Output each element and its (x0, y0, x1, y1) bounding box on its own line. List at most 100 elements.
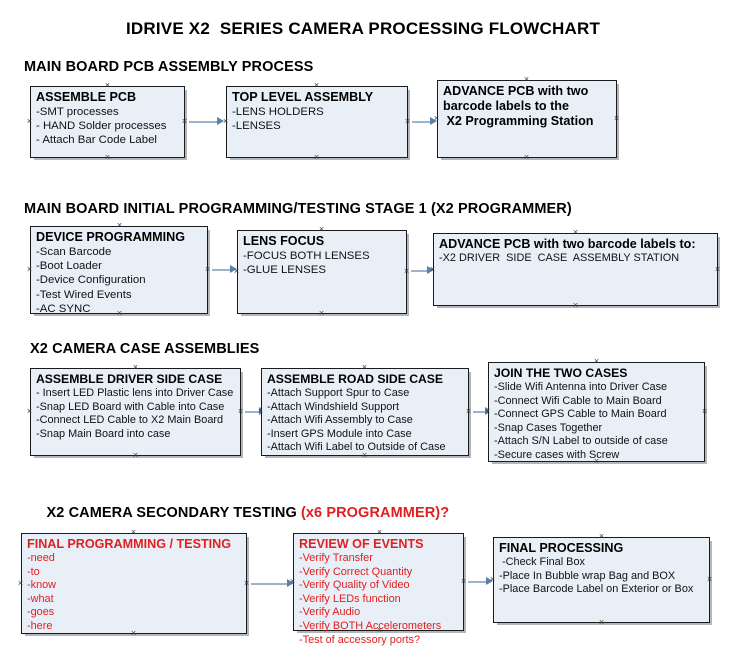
flow-box-final-programming-testing[interactable]: FINAL PROGRAMMING / TESTING -need -to -k… (21, 533, 247, 634)
flow-box-top-level-assembly[interactable]: TOP LEVEL ASSEMBLY -LENS HOLDERS -LENSES (226, 86, 408, 158)
resize-handle-bottom[interactable] (132, 452, 139, 459)
resize-handle-top[interactable] (130, 529, 137, 536)
flow-box-lens-focus[interactable]: LENS FOCUS -FOCUS BOTH LENSES -GLUE LENS… (237, 230, 407, 314)
resize-handle-left[interactable] (429, 266, 436, 273)
section-heading-main-board-initial-programming: MAIN BOARD INITIAL PROGRAMMING/TESTING S… (24, 201, 572, 217)
flow-box-title: LENS FOCUS (243, 234, 325, 248)
resize-handle-top[interactable] (132, 364, 139, 371)
resize-handle-bottom[interactable] (598, 619, 605, 626)
resize-handle-bottom[interactable] (361, 452, 368, 459)
resize-handle-bottom[interactable] (116, 310, 123, 317)
resize-handle-right[interactable] (613, 115, 620, 122)
flow-box-line: -to (27, 565, 40, 578)
resize-handle-bottom[interactable] (593, 458, 600, 465)
flow-box-line: -Place In Bubble wrap Bag and BOX (499, 569, 676, 582)
resize-handle-right[interactable] (701, 408, 708, 415)
resize-handle-right[interactable] (403, 268, 410, 275)
resize-handle-left[interactable] (233, 268, 240, 275)
flow-box-line: -SMT processes (36, 106, 119, 118)
flow-box-line: -here (27, 619, 53, 632)
resize-handle-right[interactable] (465, 408, 472, 415)
resize-handle-right[interactable] (181, 118, 188, 125)
resize-handle-right[interactable] (460, 578, 467, 585)
resize-handle-bottom[interactable] (130, 630, 137, 637)
resize-handle-bottom[interactable] (318, 310, 325, 317)
resize-handle-right[interactable] (237, 408, 244, 415)
resize-handle-left[interactable] (484, 408, 491, 415)
flow-box-line: -Insert GPS Module into Case (267, 427, 412, 440)
flow-box-line: -need (27, 552, 55, 564)
resize-handle-left[interactable] (433, 115, 440, 122)
connector-line (189, 121, 219, 123)
resize-handle-left[interactable] (222, 118, 229, 125)
resize-handle-top[interactable] (318, 226, 325, 233)
flow-box-line: -Verify BOTH Accelerometers (299, 619, 442, 632)
flow-box-line: -Attach Windshield Support (267, 400, 399, 413)
flow-box-line: -Connect LED Cable to X2 Main Board (36, 414, 224, 427)
flow-box-title: JOIN THE TWO CASES (494, 366, 628, 380)
flow-box-title: REVIEW OF EVENTS (299, 537, 424, 551)
page-title: IDRIVE X2 SERIES CAMERA PROCESSING FLOWC… (126, 19, 601, 38)
connector-line (412, 121, 432, 123)
flow-box-line: -X2 DRIVER SIDE CASE ASSEMBLY STATION (439, 252, 680, 264)
resize-handle-left[interactable] (26, 266, 33, 273)
flow-box-title: DEVICE PROGRAMMING (36, 230, 186, 244)
resize-handle-left[interactable] (289, 578, 296, 585)
flow-box-line: -Connect GPS Cable to Main Board (494, 408, 667, 421)
flow-box-title: ADVANCE PCB with two barcode labels to t… (443, 84, 594, 128)
flow-box-line: -Attach Wifi Assembly to Case (267, 414, 413, 427)
resize-handle-top[interactable] (523, 76, 530, 83)
resize-handle-top[interactable] (598, 533, 605, 540)
flow-box-advance-pcb-to-x2-programming-station[interactable]: ADVANCE PCB with two barcode labels to t… (437, 80, 617, 158)
resize-handle-bottom[interactable] (376, 627, 383, 634)
flow-box-line: -Verify Quality of Video (299, 579, 410, 592)
section-heading-x2-camera-case-assemblies: X2 CAMERA CASE ASSEMBLIES (30, 341, 260, 357)
flow-box-line: -Snap Cases Together (494, 421, 603, 434)
resize-handle-bottom[interactable] (104, 154, 111, 161)
flow-box-line: - Attach Bar Code Label (36, 134, 157, 147)
flow-box-advance-pcb-to-driver-side-case-assembly[interactable]: ADVANCE PCB with two barcode labels to: … (433, 233, 718, 306)
resize-handle-top[interactable] (572, 229, 579, 236)
flow-box-final-processing[interactable]: FINAL PROCESSING -Check Final Box -Place… (493, 537, 710, 623)
resize-handle-top[interactable] (361, 364, 368, 371)
resize-handle-top[interactable] (116, 222, 123, 229)
flow-box-line: -Device Configuration (36, 274, 146, 287)
resize-handle-left[interactable] (257, 408, 264, 415)
resize-handle-left[interactable] (26, 408, 33, 415)
flow-box-device-programming[interactable]: DEVICE PROGRAMMING -Scan Barcode -Boot L… (30, 226, 208, 315)
resize-handle-top[interactable] (376, 529, 383, 536)
flow-box-line: -know (27, 579, 57, 592)
resize-handle-right[interactable] (404, 118, 411, 125)
flow-box-title: ADVANCE PCB with two barcode labels to: (439, 237, 696, 251)
flow-box-assemble-driver-side-case[interactable]: ASSEMBLE DRIVER SIDE CASE - Insert LED P… (30, 368, 241, 456)
resize-handle-right[interactable] (243, 580, 250, 587)
resize-handle-bottom[interactable] (523, 154, 530, 161)
resize-handle-right[interactable] (714, 266, 721, 273)
flow-box-line: -Scan Barcode (36, 246, 112, 258)
resize-handle-top[interactable] (593, 358, 600, 365)
flow-box-review-of-events[interactable]: REVIEW OF EVENTS -Verify Transfer -Verif… (293, 533, 464, 646)
resize-handle-top[interactable] (313, 82, 320, 89)
resize-handle-right[interactable] (706, 576, 713, 583)
flow-box-join-the-two-cases[interactable]: JOIN THE TWO CASES -Slide Wifi Antenna i… (488, 362, 705, 462)
resize-handle-bottom[interactable] (313, 154, 320, 161)
connector-line (411, 270, 429, 272)
connector-arrow (217, 117, 224, 125)
resize-handle-left[interactable] (489, 576, 496, 583)
flow-box-assemble-road-side-case[interactable]: ASSEMBLE ROAD SIDE CASE -Attach Support … (261, 368, 469, 456)
section-heading-note: (x6 PROGRAMMER)? (300, 505, 450, 521)
connector-line (251, 583, 289, 585)
resize-handle-top[interactable] (104, 82, 111, 89)
connector-line (473, 411, 487, 413)
resize-handle-bottom[interactable] (572, 302, 579, 309)
flow-box-line: -Verify Transfer (299, 552, 373, 564)
flow-box-title: FINAL PROGRAMMING / TESTING (27, 537, 232, 551)
resize-handle-right[interactable] (204, 266, 211, 273)
flow-box-title: FINAL PROCESSING (499, 541, 624, 555)
flow-box-line: -Attach Wifi Label to Outside of Case (267, 441, 446, 454)
resize-handle-left[interactable] (17, 580, 24, 587)
resize-handle-left[interactable] (26, 118, 33, 125)
flow-box-line: -LENS HOLDERS (232, 106, 324, 118)
flow-box-assemble-pcb[interactable]: ASSEMBLE PCB -SMT processes - HAND Solde… (30, 86, 185, 158)
